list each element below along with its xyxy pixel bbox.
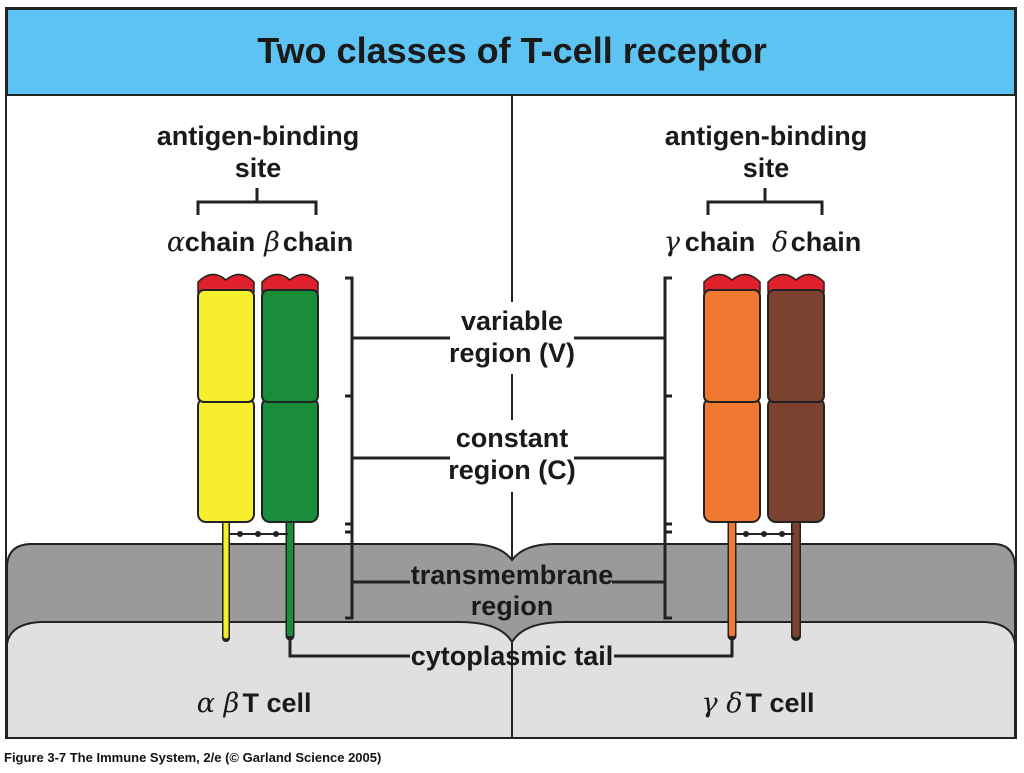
- right-bond-dot: [761, 531, 767, 537]
- right-cell-label: T cell: [745, 688, 814, 718]
- left-bond-dot: [255, 531, 261, 537]
- right-chain2-word: chain: [791, 227, 862, 257]
- right-site-label-line2: site: [743, 153, 790, 183]
- cytoplasmic-leader-left: [288, 636, 410, 658]
- right-region-bracket: [663, 276, 672, 620]
- constant-label-line2: region (C): [448, 455, 576, 485]
- left-chain2-word: chain: [283, 227, 354, 257]
- right-chain1-word: chain: [685, 227, 756, 257]
- cytoplasmic-label: cytoplasmic tail: [411, 641, 614, 671]
- constant-label-line1: constant: [456, 423, 569, 453]
- left-region-bracket: [345, 276, 354, 620]
- alpha-chain: [197, 273, 255, 642]
- left-cell-greek: α β: [197, 688, 239, 719]
- right-chain2-greek: δ: [772, 227, 788, 258]
- delta-chain: [767, 273, 825, 641]
- title-bar: [6, 8, 1016, 96]
- variable-label-bg: [454, 302, 570, 374]
- left-site-bracket: [196, 188, 318, 215]
- left-chain2-greek: β: [263, 227, 280, 258]
- diagram-title: Two classes of T-cell receptor: [257, 30, 767, 71]
- right-site-label-line1: antigen-binding: [665, 121, 867, 151]
- variable-label-line1: variable: [461, 306, 563, 336]
- transmembrane-label-line2: region: [471, 591, 554, 621]
- variable-label-line2: region (V): [449, 338, 575, 368]
- right-cell-greek: γ δ: [702, 688, 743, 719]
- right-bond-dot: [743, 531, 749, 537]
- transmembrane-label-line1: transmembrane: [411, 560, 614, 590]
- right-site-bracket: [706, 188, 824, 215]
- left-site-label-line1: antigen-binding: [157, 121, 359, 151]
- constant-label-bg: [454, 420, 570, 492]
- right-bond-dot: [779, 531, 785, 537]
- cytoplasmic-leader-right: [614, 636, 734, 658]
- left-cell-label: T cell: [242, 688, 311, 718]
- left-site-label-line2: site: [235, 153, 282, 183]
- figure-caption: Figure 3-7 The Immune System, 2/e (© Gar…: [4, 750, 381, 765]
- left-chain1-greek: α: [167, 227, 185, 258]
- gamma-chain: [703, 273, 761, 641]
- left-bond-dot: [273, 531, 279, 537]
- left-chain1-word: chain: [185, 227, 256, 257]
- right-chain1-greek: γ: [664, 227, 681, 258]
- left-bond-dot: [237, 531, 243, 537]
- beta-chain: [261, 273, 319, 641]
